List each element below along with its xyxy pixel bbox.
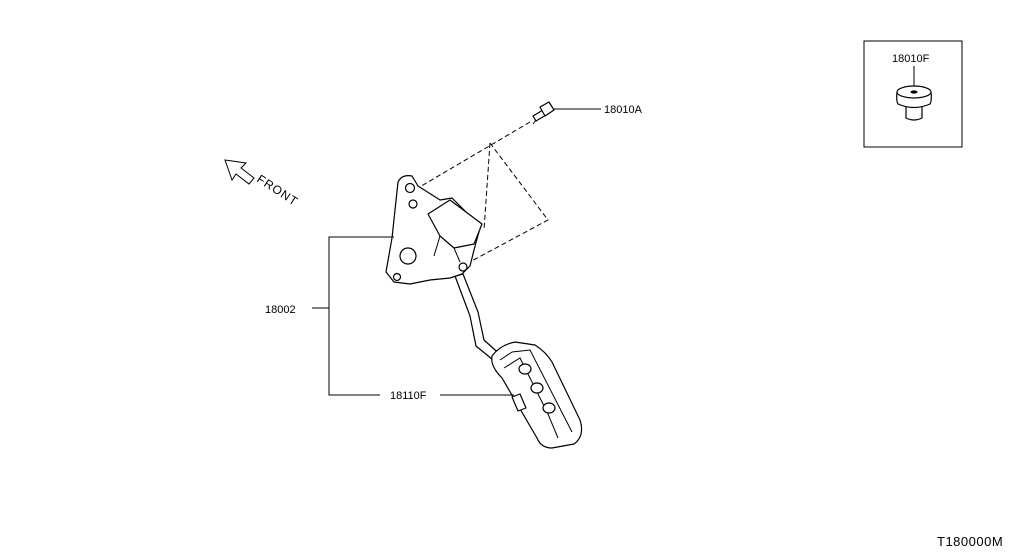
bolt-label: 18010A — [604, 104, 643, 116]
front-label: FRONT — [254, 172, 300, 209]
housing-pivot — [399, 247, 417, 265]
housing-bolt-hole — [404, 182, 416, 194]
pad-label: 18110F — [390, 390, 427, 402]
bolt-part — [532, 101, 555, 125]
front-arrow-icon — [224, 159, 255, 185]
pad-callout: 18110F — [390, 390, 514, 402]
housing-bolt-hole — [458, 262, 468, 272]
pad-hole — [518, 363, 532, 375]
stopper-label: 18010F — [892, 53, 930, 65]
pedal-assembly — [385, 175, 583, 449]
drawing-code: T180000M — [937, 534, 1003, 549]
inset-box: 18010F — [863, 40, 963, 148]
assembly-label: 18002 — [265, 304, 296, 316]
bolt-dashed-line — [417, 121, 531, 189]
stopper-part — [896, 85, 932, 121]
housing-bolt-hole — [392, 272, 402, 282]
attachment-envelope — [465, 142, 549, 265]
assembly-callout: 18002 — [265, 236, 394, 396]
pad-hole — [542, 402, 556, 414]
bolt-callout: 18010A — [417, 101, 643, 189]
pad-hole — [530, 382, 544, 394]
pedal-pad — [491, 341, 583, 449]
housing-bolt-hole — [408, 199, 418, 209]
assembly-bracket — [328, 236, 394, 396]
front-indicator: FRONT — [224, 159, 301, 209]
